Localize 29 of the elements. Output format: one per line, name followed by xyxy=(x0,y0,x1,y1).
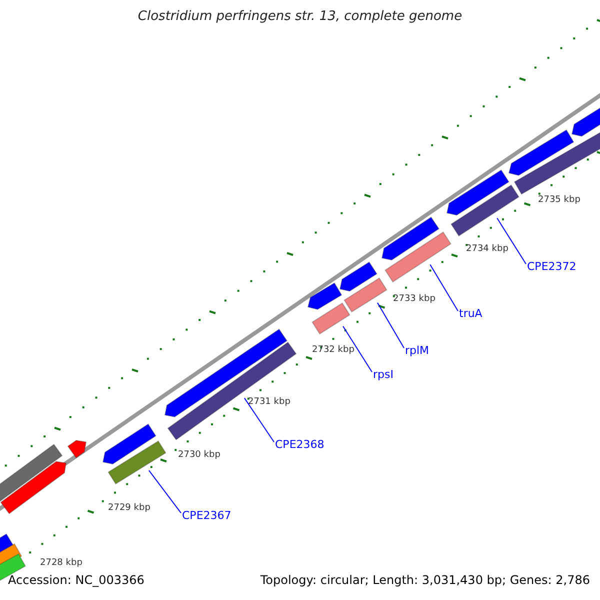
gene-bar xyxy=(312,302,350,335)
gene-label: CPE2367 xyxy=(182,510,232,522)
leader-line xyxy=(244,398,274,442)
scale-label: 2729 kbp xyxy=(108,504,150,514)
scale-label: 2734 kbp xyxy=(466,245,508,255)
scale-label: 2731 kbp xyxy=(248,398,290,408)
scale-label: 2728 kbp xyxy=(40,559,82,569)
title: Clostridium perfringens str. 13, complete genome xyxy=(138,10,462,24)
gene-label: rplM xyxy=(405,345,430,358)
genome-info-text: Topology: circular; Length: 3,031,430 bp; Genes: 2,786 xyxy=(260,574,590,588)
leader-line xyxy=(342,326,372,372)
leader-line xyxy=(148,470,182,514)
scale-label: 2732 kbp xyxy=(312,346,354,356)
leader-line xyxy=(496,218,526,264)
scale-label: 2733 kbp xyxy=(393,295,436,305)
gene-label: CPE2372 xyxy=(527,261,576,274)
accession-text: Accession: NC_003366 xyxy=(8,574,144,588)
gene-bar xyxy=(450,184,520,237)
gene-bar xyxy=(344,277,388,313)
scale-label: 2730 kbp xyxy=(178,451,220,461)
gene-bar xyxy=(167,342,297,440)
gene-label: CPE2368 xyxy=(275,439,324,452)
gene-label: rpsI xyxy=(373,369,394,382)
leader-line xyxy=(430,264,458,312)
gene-bar xyxy=(108,440,166,485)
scale-label: 2735 kbp xyxy=(538,196,580,206)
gene-bar xyxy=(384,231,452,283)
leader-line xyxy=(377,302,404,348)
gene-label: truA xyxy=(459,308,482,320)
